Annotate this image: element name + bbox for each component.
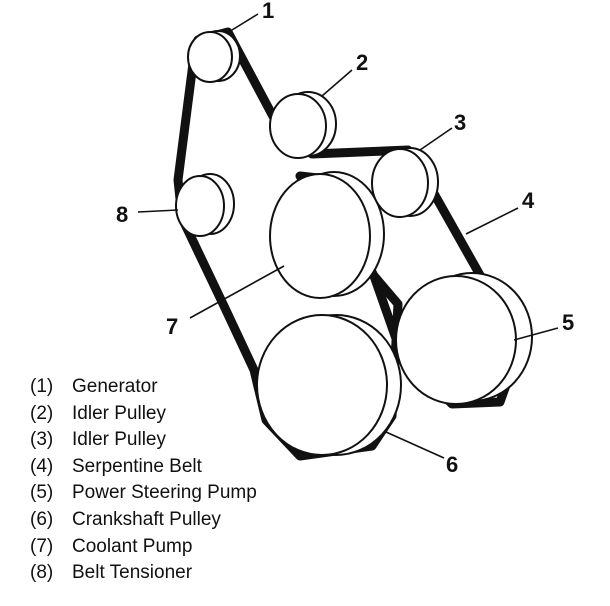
callout-numbers: 1 2 3 4 5 6 7 8 — [116, 0, 574, 477]
legend-item: (2) Idler Pulley — [30, 401, 257, 428]
leader-line-6 — [385, 431, 445, 459]
legend-number: (6) — [30, 508, 54, 530]
generator-pulley — [187, 30, 241, 83]
legend-item: (3) Idler Pulley — [30, 427, 257, 454]
callout-6: 6 — [446, 452, 458, 477]
legend-label: Coolant Pump — [72, 535, 193, 557]
crankshaft-pulley — [256, 314, 402, 456]
callout-2: 2 — [356, 50, 368, 75]
legend-number: (1) — [30, 376, 54, 397]
leader-line-2 — [321, 69, 353, 97]
callout-4: 4 — [522, 188, 535, 213]
callout-5: 5 — [562, 310, 574, 335]
legend-label: Crankshaft Pulley — [72, 508, 221, 530]
legend-label: Power Steering Pump — [72, 482, 257, 504]
idler-pulley-3 — [371, 147, 439, 218]
legend-item: (1) Generator — [30, 374, 257, 401]
legend-number: (7) — [30, 535, 54, 557]
legend-number: (8) — [30, 562, 54, 584]
leader-line-5 — [513, 327, 559, 341]
leader-lines — [137, 13, 559, 459]
idler-pulley-2 — [269, 91, 337, 159]
legend-label: Idler Pulley — [72, 429, 166, 451]
callout-7: 7 — [166, 314, 178, 339]
coolant-pump-pulley — [269, 171, 385, 299]
legend-item: (6) Crankshaft Pulley — [30, 507, 257, 534]
legend-label: Serpentine Belt — [72, 455, 202, 477]
callout-8: 8 — [116, 202, 128, 227]
leader-line-3 — [419, 127, 453, 151]
belt-tensioner-pulley — [175, 173, 235, 237]
legend-number: (5) — [30, 482, 54, 504]
leader-line-1 — [231, 13, 259, 31]
legend-number: (3) — [30, 429, 54, 451]
leader-line-7 — [189, 265, 285, 319]
legend-label: Idler Pulley — [72, 402, 166, 424]
leader-line-8 — [137, 209, 179, 213]
power-steering-pump-pulley — [395, 272, 533, 405]
leader-line-4 — [465, 207, 519, 235]
legend-item: (5) Power Steering Pump — [30, 480, 257, 507]
legend-item: (7) Coolant Pump — [30, 534, 257, 561]
legend-number: (4) — [30, 455, 54, 477]
legend-number: (2) — [30, 402, 54, 424]
callout-1: 1 — [262, 0, 274, 23]
legend: (1) Generator (2) Idler Pulley (3) Idler Pu… — [30, 374, 257, 587]
legend-item: (4) Serpentine Belt — [30, 454, 257, 481]
callout-3: 3 — [454, 110, 466, 135]
legend-label: Belt Tensioner — [72, 562, 193, 584]
legend-label: Generator — [72, 376, 158, 397]
legend-item: (8) Belt Tensioner — [30, 560, 257, 587]
